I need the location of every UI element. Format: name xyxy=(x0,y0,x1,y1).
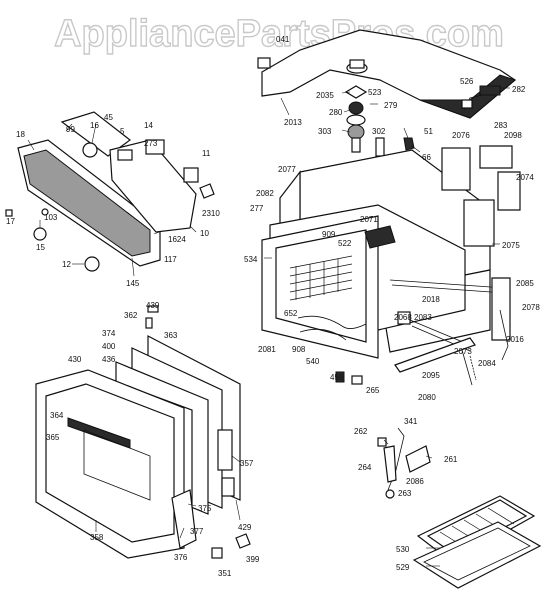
label-2075: 2075 xyxy=(502,241,520,250)
label-2081: 2081 xyxy=(258,345,276,354)
label-2078: 2078 xyxy=(522,303,540,312)
label-2035: 2035 xyxy=(316,91,334,100)
label-375: 375 xyxy=(198,504,212,513)
label-2083: 2083 xyxy=(414,313,432,322)
label-2095: 2095 xyxy=(422,371,440,380)
leader-lines xyxy=(27,87,510,567)
label-526: 526 xyxy=(460,77,474,86)
label-302: 302 xyxy=(372,127,386,136)
label-303: 303 xyxy=(318,127,332,136)
label-522: 522 xyxy=(338,239,352,248)
label-400: 400 xyxy=(102,342,116,351)
label-2074: 2074 xyxy=(516,173,534,182)
label-11: 11 xyxy=(202,149,211,158)
label-2310: 2310 xyxy=(202,209,220,218)
label-262: 262 xyxy=(354,427,368,436)
electrode-assembly-526 xyxy=(461,85,501,111)
label-377: 377 xyxy=(190,527,204,536)
label-282: 282 xyxy=(512,85,526,94)
label-66: 66 xyxy=(422,153,431,162)
label-357: 357 xyxy=(240,459,254,468)
label-14: 14 xyxy=(144,121,153,130)
rear-panels xyxy=(441,145,521,386)
label-652: 652 xyxy=(284,309,298,318)
label-2086: 2086 xyxy=(406,477,424,486)
label-2076: 2076 xyxy=(452,131,470,140)
label-283: 283 xyxy=(494,121,508,130)
label-436: 436 xyxy=(102,355,116,364)
label-17: 17 xyxy=(6,217,15,226)
label-430: 430 xyxy=(68,355,82,364)
label-145: 145 xyxy=(126,279,140,288)
oven-body xyxy=(261,149,506,385)
label-5: 5 xyxy=(120,127,125,136)
label-99: 99 xyxy=(66,125,75,134)
burner-parts xyxy=(344,59,415,157)
label-2098: 2098 xyxy=(504,131,522,140)
label-2071: 2071 xyxy=(360,215,378,224)
label-374: 374 xyxy=(102,329,116,338)
label-459: 459 xyxy=(330,373,344,382)
label-439: 439 xyxy=(146,301,160,310)
label-2080: 2080 xyxy=(418,393,436,402)
label-364: 364 xyxy=(50,411,64,420)
label-365: 365 xyxy=(46,433,60,442)
part-number-labels: 041 523 2035 279 280 526 282 283 2013 30… xyxy=(6,35,540,578)
label-351: 351 xyxy=(218,569,232,578)
label-103: 103 xyxy=(44,213,58,222)
label-265: 265 xyxy=(366,386,380,395)
label-2084: 2084 xyxy=(478,359,496,368)
door-hinge-assembly xyxy=(377,427,431,499)
label-358: 358 xyxy=(90,533,104,542)
label-540: 540 xyxy=(306,357,320,366)
label-2068: 2068 xyxy=(394,313,412,322)
label-908: 908 xyxy=(292,345,306,354)
label-909: 909 xyxy=(322,230,336,239)
label-280: 280 xyxy=(329,108,343,117)
label-362: 362 xyxy=(124,311,138,320)
label-2013: 2013 xyxy=(284,118,302,127)
label-12: 12 xyxy=(62,260,71,269)
label-51: 51 xyxy=(424,127,433,136)
label-261: 261 xyxy=(444,455,458,464)
label-273: 273 xyxy=(144,139,158,148)
label-279: 279 xyxy=(384,101,398,110)
label-399: 399 xyxy=(246,555,260,564)
label-530: 530 xyxy=(396,545,410,554)
label-041: 041 xyxy=(276,35,290,44)
label-15: 15 xyxy=(36,243,45,252)
label-376: 376 xyxy=(174,553,188,562)
label-2018: 2018 xyxy=(422,295,440,304)
oven-rack xyxy=(289,255,353,301)
label-2073: 2073 xyxy=(454,347,472,356)
label-10: 10 xyxy=(200,229,209,238)
label-18: 18 xyxy=(16,130,25,139)
label-534: 534 xyxy=(244,255,258,264)
label-2016: 2016 xyxy=(506,335,524,344)
label-117: 117 xyxy=(164,255,177,264)
label-363: 363 xyxy=(164,331,178,340)
label-429: 429 xyxy=(238,523,252,532)
label-263: 263 xyxy=(398,489,412,498)
label-2077: 2077 xyxy=(278,165,296,174)
control-panel-assembly xyxy=(5,111,215,272)
label-16: 16 xyxy=(90,121,99,130)
broiler-pan xyxy=(412,495,542,589)
label-2085: 2085 xyxy=(516,279,534,288)
clip-041 xyxy=(257,57,271,69)
label-1624: 1624 xyxy=(168,235,186,244)
label-523: 523 xyxy=(368,88,382,97)
label-264: 264 xyxy=(358,463,372,472)
oven-door-assembly xyxy=(35,305,251,559)
label-529: 529 xyxy=(396,563,410,572)
label-45: 45 xyxy=(104,113,113,122)
label-2082: 2082 xyxy=(256,189,274,198)
label-277: 277 xyxy=(250,204,264,213)
label-341: 341 xyxy=(404,417,418,426)
